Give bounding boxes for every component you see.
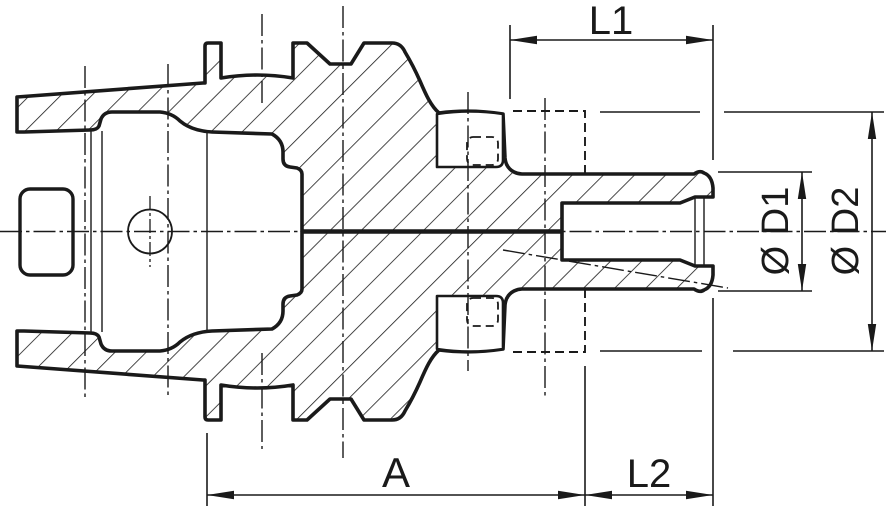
dimension-l1 (509, 25, 714, 160)
body-section-top-half (15, 41, 715, 233)
l2-label: L2 (627, 452, 672, 496)
d2-arrow-top (867, 112, 877, 139)
angled-screw-axis (502, 249, 729, 289)
l2-arrow-right (686, 490, 713, 500)
screw-boss-bottom (435, 294, 505, 353)
l1-arrow-right (686, 35, 713, 45)
centerlines (0, 6, 886, 458)
dimension-a (206, 366, 586, 506)
a-label: A (382, 449, 410, 496)
d2-label: Ø D2 (825, 187, 867, 276)
d2-arrow-bottom (867, 324, 877, 351)
a-arrow-left (207, 490, 234, 500)
d1-arrow-bottom (797, 264, 807, 291)
d1-label: Ø D1 (755, 187, 797, 276)
l2-arrow-left (585, 490, 612, 500)
d1-arrow-top (797, 172, 807, 199)
hidden-contour-bottom (513, 290, 586, 353)
l1-arrow-left (510, 35, 537, 45)
l1-label: L1 (589, 0, 634, 43)
hidden-contour-top (513, 110, 586, 173)
body-section-bottom-half (15, 230, 715, 422)
screw-boss-top (435, 110, 505, 169)
dimension-d2 (600, 111, 884, 352)
a-arrow-right (558, 490, 585, 500)
